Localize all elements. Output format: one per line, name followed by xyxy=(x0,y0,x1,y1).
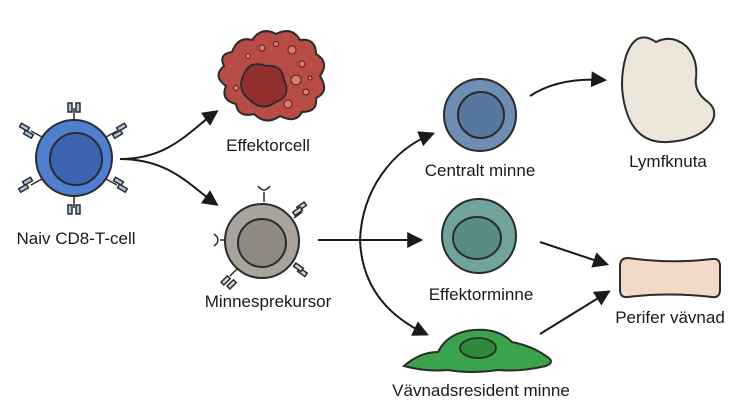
tissue-resident-memory-cell xyxy=(401,328,552,373)
tissue-resident-memory-label: Vävnadsresident minne xyxy=(392,381,570,400)
peripheral-tissue xyxy=(619,256,721,299)
effector-cell xyxy=(217,30,326,122)
arrow-central-memory-to-lymph-node xyxy=(529,71,608,97)
memory-precursor-cell xyxy=(213,185,309,291)
effector-memory-cell xyxy=(441,198,517,274)
effector-cell-label: Effektorcell xyxy=(226,136,310,155)
arrow-precursor-to-central-memory xyxy=(359,131,435,241)
arrow-precursor-to-tissue-resident xyxy=(359,239,429,336)
effector-memory-label: Effektorminne xyxy=(429,285,534,304)
arrow-effector-memory-to-peripheral xyxy=(539,241,610,268)
lymph-node-label: Lymfknuta xyxy=(629,152,707,171)
naive-cell-label: Naiv CD8-T-cell xyxy=(16,229,135,248)
arrow-naive-to-effector xyxy=(119,110,219,160)
central-memory-label: Centralt minne xyxy=(425,161,536,180)
arrow-tissue-resident-to-peripheral xyxy=(539,290,611,335)
central-memory-cell xyxy=(443,78,517,152)
arrow-naive-to-precursor xyxy=(119,158,219,206)
peripheral-tissue-label: Perifer vävnad xyxy=(615,308,725,327)
memory-precursor-label: Minnesprekursor xyxy=(205,292,332,311)
naive-cd8-t-cell xyxy=(17,102,129,215)
arrows xyxy=(119,71,611,336)
lymph-node xyxy=(621,36,716,144)
